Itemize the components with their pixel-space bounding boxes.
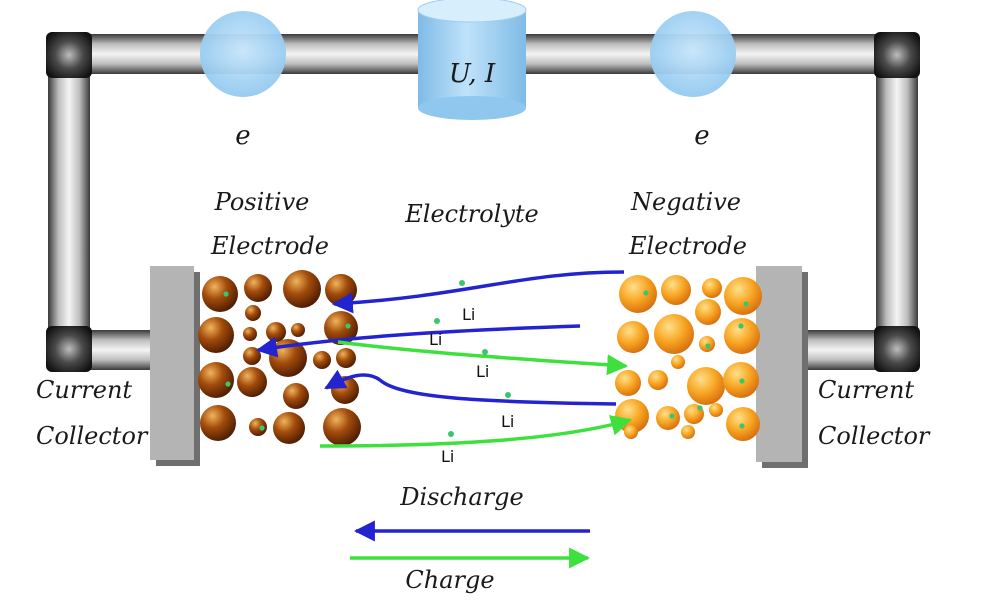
negative-electrode-label-line1: Negative xyxy=(630,188,741,216)
ion-dot xyxy=(697,405,703,411)
electron-label-right: e xyxy=(694,121,709,151)
electrode-particle xyxy=(283,270,321,308)
electrode-particle xyxy=(244,274,272,302)
meter-label: U, I xyxy=(449,59,496,89)
electrode-particle xyxy=(198,317,234,353)
ion-dot xyxy=(459,280,465,286)
ion-label: Li xyxy=(441,447,454,466)
electrode-particle xyxy=(724,318,760,354)
electrode-particle xyxy=(323,408,361,446)
meter-cylinder xyxy=(417,0,527,120)
ion-dot xyxy=(505,392,511,398)
current-collector-right-label-line1: Current xyxy=(818,376,914,404)
electron-label-left: e xyxy=(235,121,250,151)
ion-dot xyxy=(743,301,749,307)
electrode-particle xyxy=(695,299,721,325)
discharge-flow-arrow xyxy=(324,369,617,406)
electrode-particle xyxy=(724,277,762,315)
electrode-particle xyxy=(661,275,691,305)
electrode-particle xyxy=(336,348,356,368)
discharge-flow-arrow xyxy=(255,324,581,358)
positive-electrode-label-line2: Electrode xyxy=(210,232,329,260)
ion-dot xyxy=(739,423,745,429)
current-collector-right-label-line2: Collector xyxy=(818,422,931,450)
electrode-particle xyxy=(654,314,694,354)
electrode-particle xyxy=(237,367,267,397)
discharge-flow-arrow xyxy=(331,270,625,314)
ion-label: Li xyxy=(462,305,475,324)
electrode-particle xyxy=(681,425,695,439)
ion-dot xyxy=(434,318,440,324)
electrode-particle xyxy=(291,323,305,337)
negative-electrode-label-line2: Electrode xyxy=(628,232,747,260)
electrode-particle xyxy=(245,305,261,321)
electrode-particle xyxy=(687,367,725,405)
charge-flow-arrow xyxy=(337,340,629,376)
ion-dot xyxy=(448,431,454,437)
wire-joint xyxy=(874,326,920,372)
electrode-particle xyxy=(671,355,685,369)
wire-joint xyxy=(46,32,92,78)
electrode-particle xyxy=(200,405,236,441)
ion-dot xyxy=(739,378,745,384)
electron-sphere-right xyxy=(650,11,736,97)
electrolyte-label: Electrolyte xyxy=(404,200,539,228)
ion-dot xyxy=(738,323,744,329)
electrode-particle xyxy=(243,327,257,341)
electrode-particle xyxy=(617,321,649,353)
ion-label: Li xyxy=(476,362,489,381)
electrode-particle xyxy=(198,362,234,398)
ion-dot xyxy=(482,349,488,355)
positive-electrode-label-line1: Positive xyxy=(214,188,310,216)
ion-dot xyxy=(223,291,229,297)
electrode-particle xyxy=(266,322,286,342)
legend: Discharge Charge xyxy=(350,483,591,594)
electron-sphere-left xyxy=(200,11,286,97)
positive-electrode-particles xyxy=(198,270,361,446)
ion-dot xyxy=(669,413,675,419)
lithium-ions: Li Li Li Li Li xyxy=(429,280,514,466)
ion-dot xyxy=(225,381,231,387)
discharge-legend-label: Discharge xyxy=(399,483,523,511)
electrode-particle xyxy=(313,351,331,369)
current-collector-left-label-line2: Collector xyxy=(36,422,149,450)
electrode-particle xyxy=(324,311,358,345)
ion-dot xyxy=(643,290,649,296)
electrode-particle xyxy=(249,418,267,436)
electrode-particle xyxy=(648,370,668,390)
current-collector-left-label-line1: Current xyxy=(36,376,132,404)
electrode-particle xyxy=(619,275,657,313)
charge-flow-arrow xyxy=(319,415,633,448)
electrode-particle xyxy=(283,383,309,409)
ion-label: Li xyxy=(501,412,514,431)
electrode-particle xyxy=(709,403,723,417)
electrode-particle xyxy=(615,370,641,396)
charge-legend-label: Charge xyxy=(405,566,494,594)
current-collector-left xyxy=(150,266,200,466)
wire-joint xyxy=(874,32,920,78)
negative-electrode-particles xyxy=(615,275,762,441)
ion-dot xyxy=(345,323,351,329)
electrode-particle xyxy=(656,406,680,430)
current-collector-right xyxy=(756,266,808,468)
ion-label: Li xyxy=(429,330,442,349)
ion-dot xyxy=(259,425,265,431)
electrode-particle xyxy=(624,425,638,439)
ion-dot xyxy=(705,343,711,349)
electrode-particle xyxy=(202,276,238,312)
ion-flow-arrows xyxy=(255,270,633,448)
electrode-particle xyxy=(273,412,305,444)
electrode-particle xyxy=(702,278,722,298)
wire-joint xyxy=(46,326,92,372)
